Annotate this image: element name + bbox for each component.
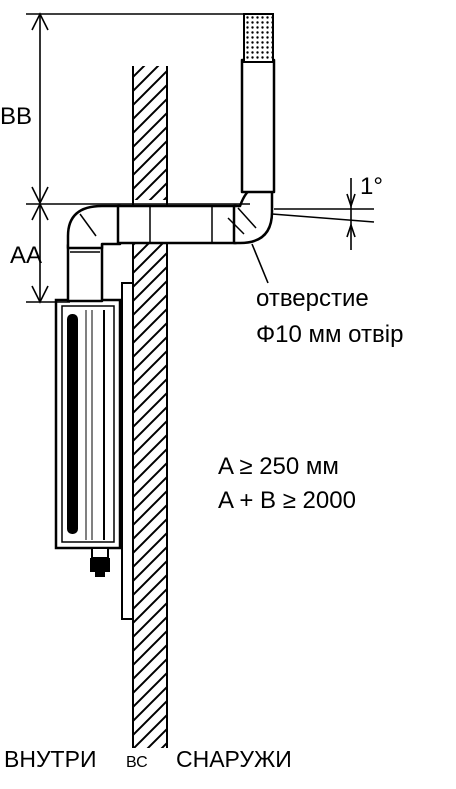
hole-label-line2: Φ10 мм отвір: [256, 321, 403, 348]
dim-a-label: AA: [10, 242, 42, 269]
dim-b-label: BB: [0, 103, 32, 130]
dimension-lines: [26, 12, 250, 304]
formula-a-plus-b: A + B ≥ 2000: [218, 487, 356, 514]
outside-label: СНАРУЖИ: [176, 746, 292, 772]
formula-a-min: A ≥ 250 мм: [218, 453, 339, 480]
heater-unit: [54, 298, 122, 577]
wall: [132, 66, 168, 748]
hole-label-line1: отверстие: [256, 285, 369, 312]
slope-indicator: [271, 178, 375, 250]
inside-label: ВНУТРИ: [4, 746, 96, 772]
mounting-plate: [121, 282, 134, 620]
inside-sub-label: ВС: [126, 754, 148, 771]
angle-label: 1°: [360, 173, 383, 200]
flue-pipe: [66, 58, 276, 303]
hole-leader-line: [251, 243, 269, 284]
terminal-cap: [243, 13, 274, 63]
